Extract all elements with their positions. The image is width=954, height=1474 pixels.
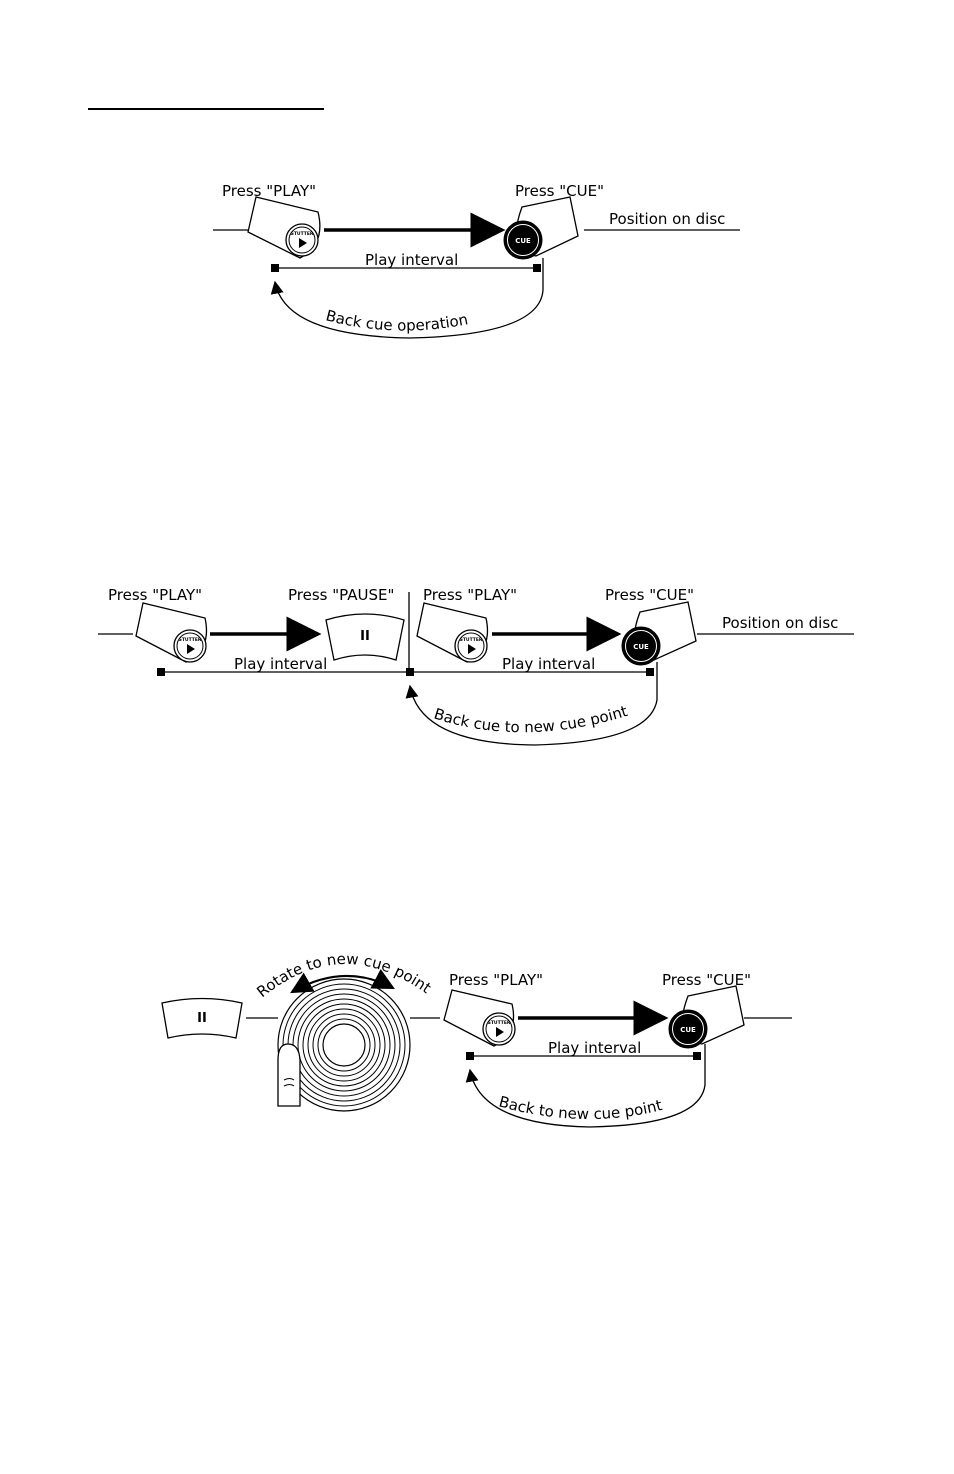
play-interval-label-2: Play interval [502, 655, 595, 673]
diagram-new-cue-point: Press "PLAY" Press "PAUSE" Press "PLAY" … [98, 586, 854, 746]
back-cue-arrow [270, 258, 544, 339]
interval-start-marker [466, 1052, 474, 1060]
cue-button: CUE [668, 985, 745, 1049]
press-pause-label: Press "PAUSE" [288, 586, 394, 604]
play-interval-label: Play interval [365, 251, 458, 269]
press-cue-label: Press "CUE" [662, 971, 751, 989]
pause-icon: II [197, 1011, 207, 1026]
play-interval-label: Play interval [548, 1039, 641, 1057]
cue-label: CUE [515, 237, 531, 245]
play-icon [468, 644, 476, 654]
back-cue-arrow [465, 1044, 706, 1128]
play-button: STUTTER [247, 196, 321, 259]
play-icon [299, 238, 307, 248]
press-cue-label: Press "CUE" [605, 586, 694, 604]
interval-end-marker [533, 264, 541, 272]
section-heading-rule [88, 108, 324, 110]
cue-label: CUE [680, 1026, 696, 1034]
back-cue-arrow [405, 662, 658, 746]
play-button: STUTTER [443, 989, 516, 1047]
diagram-rotate-cue: II Rotate to new cue point Press "PLAY" … [161, 950, 792, 1128]
stutter-label: STUTTER [291, 231, 314, 237]
interval-end-marker [646, 668, 654, 676]
press-play-label: Press "PLAY" [449, 971, 543, 989]
interval-start-marker [157, 668, 165, 676]
play-button-2: STUTTER [416, 602, 489, 663]
cue-button: CUE [503, 196, 579, 260]
position-on-disc-label: Position on disc [722, 614, 838, 632]
position-on-disc-label: Position on disc [609, 210, 725, 228]
press-play-label: Press "PLAY" [222, 182, 316, 200]
press-cue-label: Press "CUE" [515, 182, 604, 200]
interval-mid-marker [406, 668, 414, 676]
cue-label: CUE [633, 643, 649, 651]
play-button-1: STUTTER [135, 602, 208, 663]
pause-button: II [161, 997, 243, 1039]
diagram-back-cue: Press "PLAY" Press "CUE" Position on dis… [213, 182, 740, 339]
play-interval-label-1: Play interval [234, 655, 327, 673]
interval-end-marker [693, 1052, 701, 1060]
rotate-arrow [290, 969, 395, 994]
stutter-label: STUTTER [460, 637, 483, 643]
cue-button: CUE [621, 601, 697, 666]
finger-crease [283, 1078, 295, 1087]
play-icon [496, 1027, 504, 1037]
pause-button: II [325, 613, 405, 661]
jog-wheel [277, 978, 411, 1112]
pause-icon: II [360, 629, 370, 644]
play-icon [187, 644, 195, 654]
stutter-label: STUTTER [179, 637, 202, 643]
press-play-label-2: Press "PLAY" [423, 586, 517, 604]
finger-icon [277, 1043, 301, 1107]
stutter-label: STUTTER [488, 1020, 511, 1026]
press-play-label-1: Press "PLAY" [108, 586, 202, 604]
interval-start-marker [271, 264, 279, 272]
